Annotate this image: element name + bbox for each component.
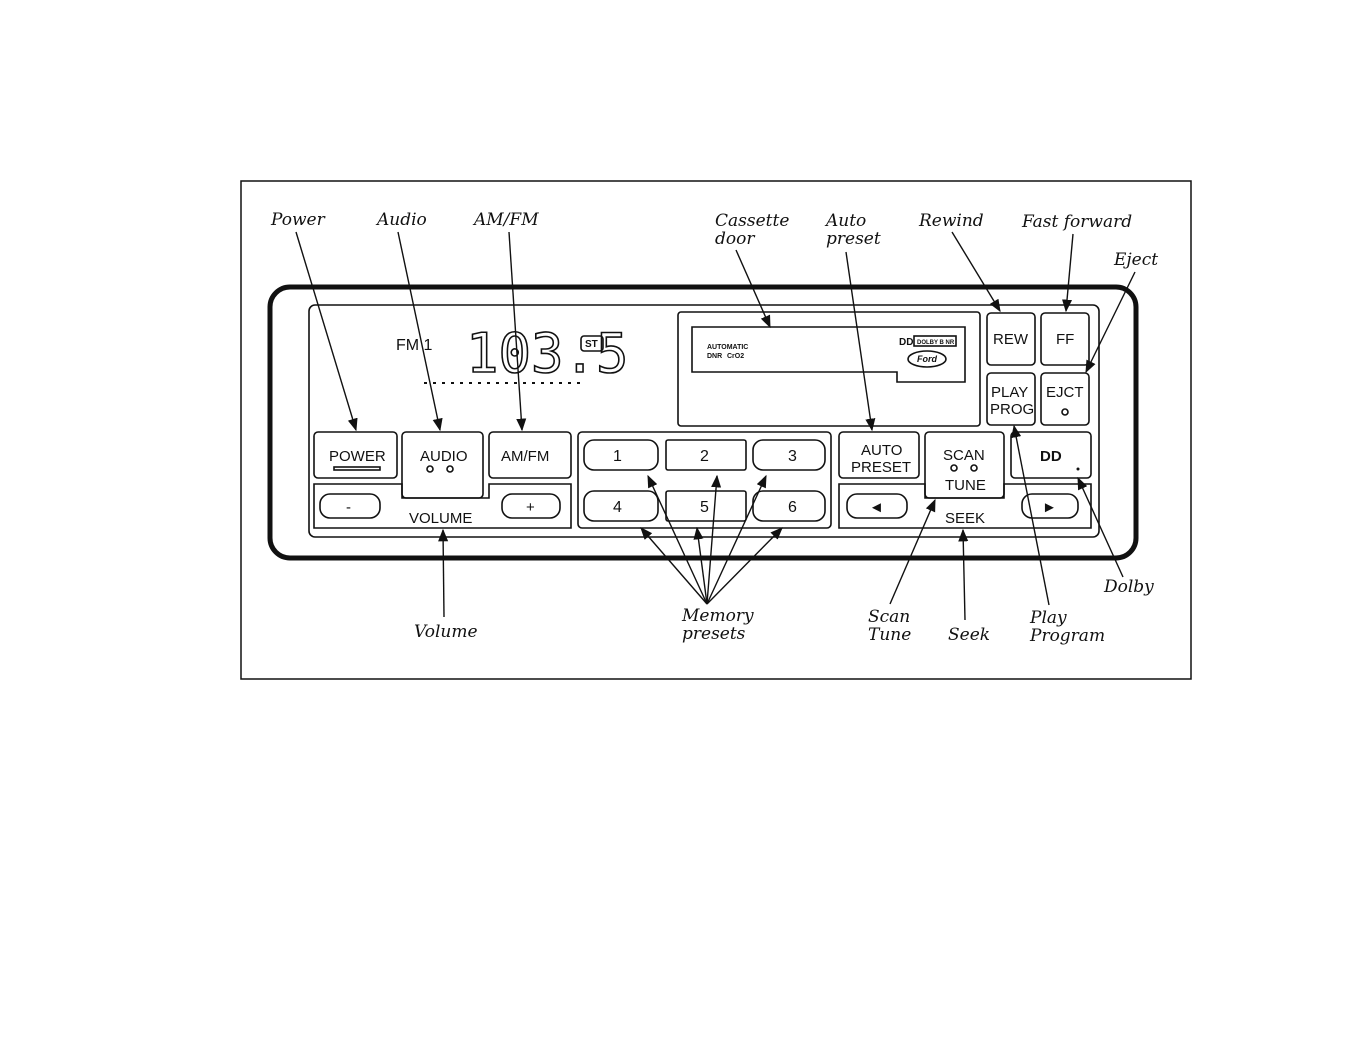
svg-text:1: 1 — [613, 448, 622, 465]
svg-text:PRESET: PRESET — [851, 459, 911, 476]
svg-text:TUNE: TUNE — [945, 477, 986, 494]
callout-memory-presets-1: Memory — [681, 606, 754, 626]
cassette-dnr-label: DNR — [707, 353, 722, 360]
callout-play-program-1: Play — [1029, 608, 1067, 628]
preset-button-1[interactable]: 1 — [584, 440, 658, 470]
volume-down-label: - — [346, 499, 351, 516]
svg-text:AUDIO: AUDIO — [420, 448, 468, 465]
callout-auto-preset-1: Auto — [824, 211, 866, 231]
power-button[interactable]: POWER — [314, 432, 397, 478]
preset-button-4[interactable]: 4 — [584, 491, 658, 521]
cassette-cro2-label: CrO2 — [727, 353, 744, 360]
svg-text:4: 4 — [613, 499, 622, 516]
frequency-display: FM 1 103.5 ST — [396, 322, 629, 385]
svg-text:FF: FF — [1056, 331, 1074, 348]
scan-tune-button[interactable]: SCAN TUNE — [925, 432, 1004, 498]
svg-text:AM/FM: AM/FM — [501, 448, 549, 465]
seek-right-label: ► — [1042, 499, 1057, 516]
callout-play-program-2: Program — [1029, 626, 1105, 646]
ford-logo-text: Ford — [917, 354, 937, 364]
svg-text:EJCT: EJCT — [1046, 384, 1084, 401]
callout-scan-tune-2: Tune — [868, 625, 911, 645]
callout-amfm: AM/FM — [472, 210, 539, 230]
svg-text:REW: REW — [993, 331, 1029, 348]
seek-label: SEEK — [945, 510, 985, 527]
seek-left-label: ◄ — [869, 499, 884, 516]
frequency-readout: 103.5 — [466, 322, 629, 385]
callout-memory-presets-2: presets — [682, 624, 746, 644]
svg-text:PLAY: PLAY — [991, 384, 1028, 401]
svg-text:DD: DD — [1040, 448, 1062, 465]
cassette-dolby-badge: DOLBY B NR — [917, 340, 955, 346]
play-program-button[interactable]: PLAY PROG — [987, 373, 1035, 425]
memory-presets: 1 2 3 4 5 6 — [578, 432, 831, 528]
preset-button-5[interactable]: 5 — [666, 491, 746, 521]
callout-seek: Seek — [948, 625, 990, 645]
audio-button[interactable]: AUDIO — [402, 432, 483, 498]
callout-auto-preset-2: preset — [826, 229, 881, 249]
callout-dolby: Dolby — [1103, 577, 1154, 597]
preset-button-3[interactable]: 3 — [753, 440, 825, 470]
svg-text:PROG: PROG — [990, 401, 1034, 418]
cassette-dolby-mark: DD — [899, 337, 913, 348]
cassette-automatic-label: AUTOMATIC — [707, 344, 748, 351]
preset-button-6[interactable]: 6 — [753, 491, 825, 521]
callout-scan-tune-1: Scan — [868, 607, 910, 627]
callout-eject: Eject — [1113, 250, 1158, 270]
callout-cassette-door-1: Cassette — [715, 211, 789, 231]
svg-text:SCAN: SCAN — [943, 447, 985, 464]
callout-power: Power — [270, 210, 326, 230]
callout-fast-forward: Fast forward — [1021, 212, 1132, 232]
svg-text:AUTO: AUTO — [861, 442, 902, 459]
volume-up-label: + — [526, 499, 535, 516]
eject-button[interactable]: EJCT — [1041, 373, 1089, 425]
callout-audio: Audio — [375, 210, 427, 230]
svg-text:POWER: POWER — [329, 448, 386, 465]
fast-forward-button[interactable]: FF — [1041, 313, 1089, 365]
svg-text:5: 5 — [700, 499, 709, 516]
callout-volume: Volume — [414, 622, 478, 642]
svg-text:6: 6 — [788, 499, 797, 516]
band-indicator: FM 1 — [396, 337, 433, 354]
auto-preset-button[interactable]: AUTO PRESET — [839, 432, 919, 478]
amfm-button[interactable]: AM/FM — [489, 432, 571, 478]
stereo-indicator: ST — [585, 339, 598, 350]
cassette-door: AUTOMATIC DNR CrO2 DD DOLBY B NR Ford — [678, 312, 980, 426]
preset-button-2[interactable]: 2 — [666, 440, 746, 470]
svg-text:2: 2 — [700, 448, 709, 465]
svg-text:3: 3 — [788, 448, 797, 465]
callout-cassette-door-2: door — [715, 229, 755, 249]
rewind-button[interactable]: REW — [987, 313, 1035, 365]
callout-rewind: Rewind — [918, 211, 984, 231]
volume-label: VOLUME — [409, 510, 472, 527]
